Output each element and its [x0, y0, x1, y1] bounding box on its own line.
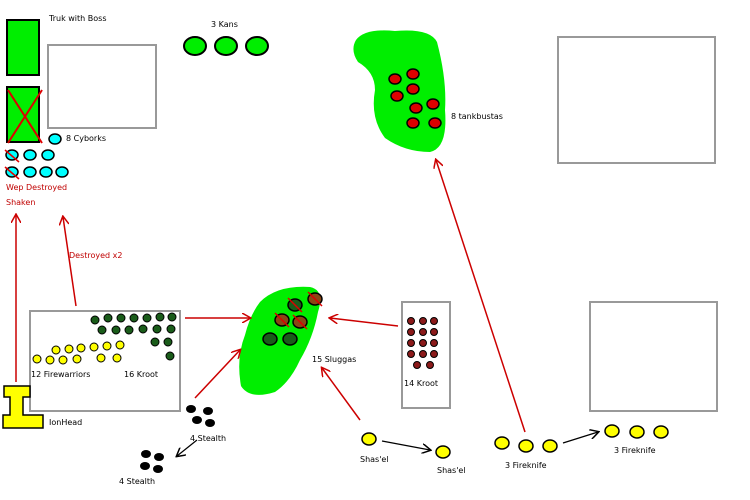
building-top-right: [557, 36, 716, 164]
arrow-fireknife-to-tankbustas: [436, 160, 526, 433]
kans-unit: [183, 36, 269, 56]
arrow-kroot14-to-sluggas: [330, 318, 399, 327]
building-top-left: [47, 44, 157, 129]
arrow-firewarriors-to-cyborks: [63, 217, 77, 307]
shaken-label: Shaken: [6, 198, 35, 207]
kans-label: 3 Kans: [211, 20, 238, 29]
fireknife-unit-b: [604, 424, 669, 439]
destroyed-cross-b: [7, 89, 43, 144]
stealth-a-label: 4 Stealth: [190, 434, 226, 443]
shasel-unit-b: [435, 445, 451, 459]
shasel-unit-a: [361, 432, 377, 446]
cyborks-label: 8 Cyborks: [66, 134, 106, 143]
stealth-unit-b: [140, 450, 164, 473]
sluggas-unit: [262, 291, 323, 346]
tankbustas-label: 8 tankbustas: [451, 112, 503, 121]
arrow-shasel-move: [381, 440, 430, 450]
kroot14-zone: [401, 301, 451, 409]
truk-label: Truk with Boss: [48, 14, 106, 23]
building-right: [589, 301, 718, 412]
kroot16-unit: [90, 312, 177, 361]
firewarriors-unit: [32, 340, 125, 365]
fireknife-a-label: 3 Fireknife: [505, 461, 547, 470]
arrow-stealth-to-sluggas: [194, 350, 240, 399]
stealth-unit-a: [186, 405, 215, 427]
arrow-shasel-to-sluggas: [322, 368, 361, 421]
kroot16-label: 16 Kroot: [124, 370, 158, 379]
fireknife-b-label: 3 Fireknife: [614, 446, 656, 455]
shasel-a-label: Shas'el: [360, 455, 389, 464]
ionhead-label: IonHead: [49, 418, 82, 427]
shasel-b-label: Shas'el: [437, 466, 466, 475]
destroyed-x2-label: Destroyed x2: [69, 251, 123, 260]
firewarriors-label: 12 Firewarriors: [31, 370, 90, 379]
arrow-fireknife-move: [562, 432, 598, 444]
tau-deployment-zone: [29, 310, 181, 412]
tankbustas-unit: [388, 68, 442, 129]
wep-destroyed-label: Wep Destroyed: [6, 183, 67, 192]
cyborks-unit: [4, 133, 69, 180]
fireknife-unit-a: [494, 436, 558, 453]
truk-icon: [6, 19, 40, 76]
stealth-b-label: 4 Stealth: [119, 477, 155, 486]
terrain-forest-center: [239, 286, 321, 395]
sluggas-label: 15 Sluggas: [312, 355, 356, 364]
kroot14-unit: [407, 317, 438, 369]
ionhead-icon: [2, 385, 44, 429]
arrow-stealth-move: [177, 439, 198, 456]
kroot14-label: 14 Kroot: [404, 379, 438, 388]
